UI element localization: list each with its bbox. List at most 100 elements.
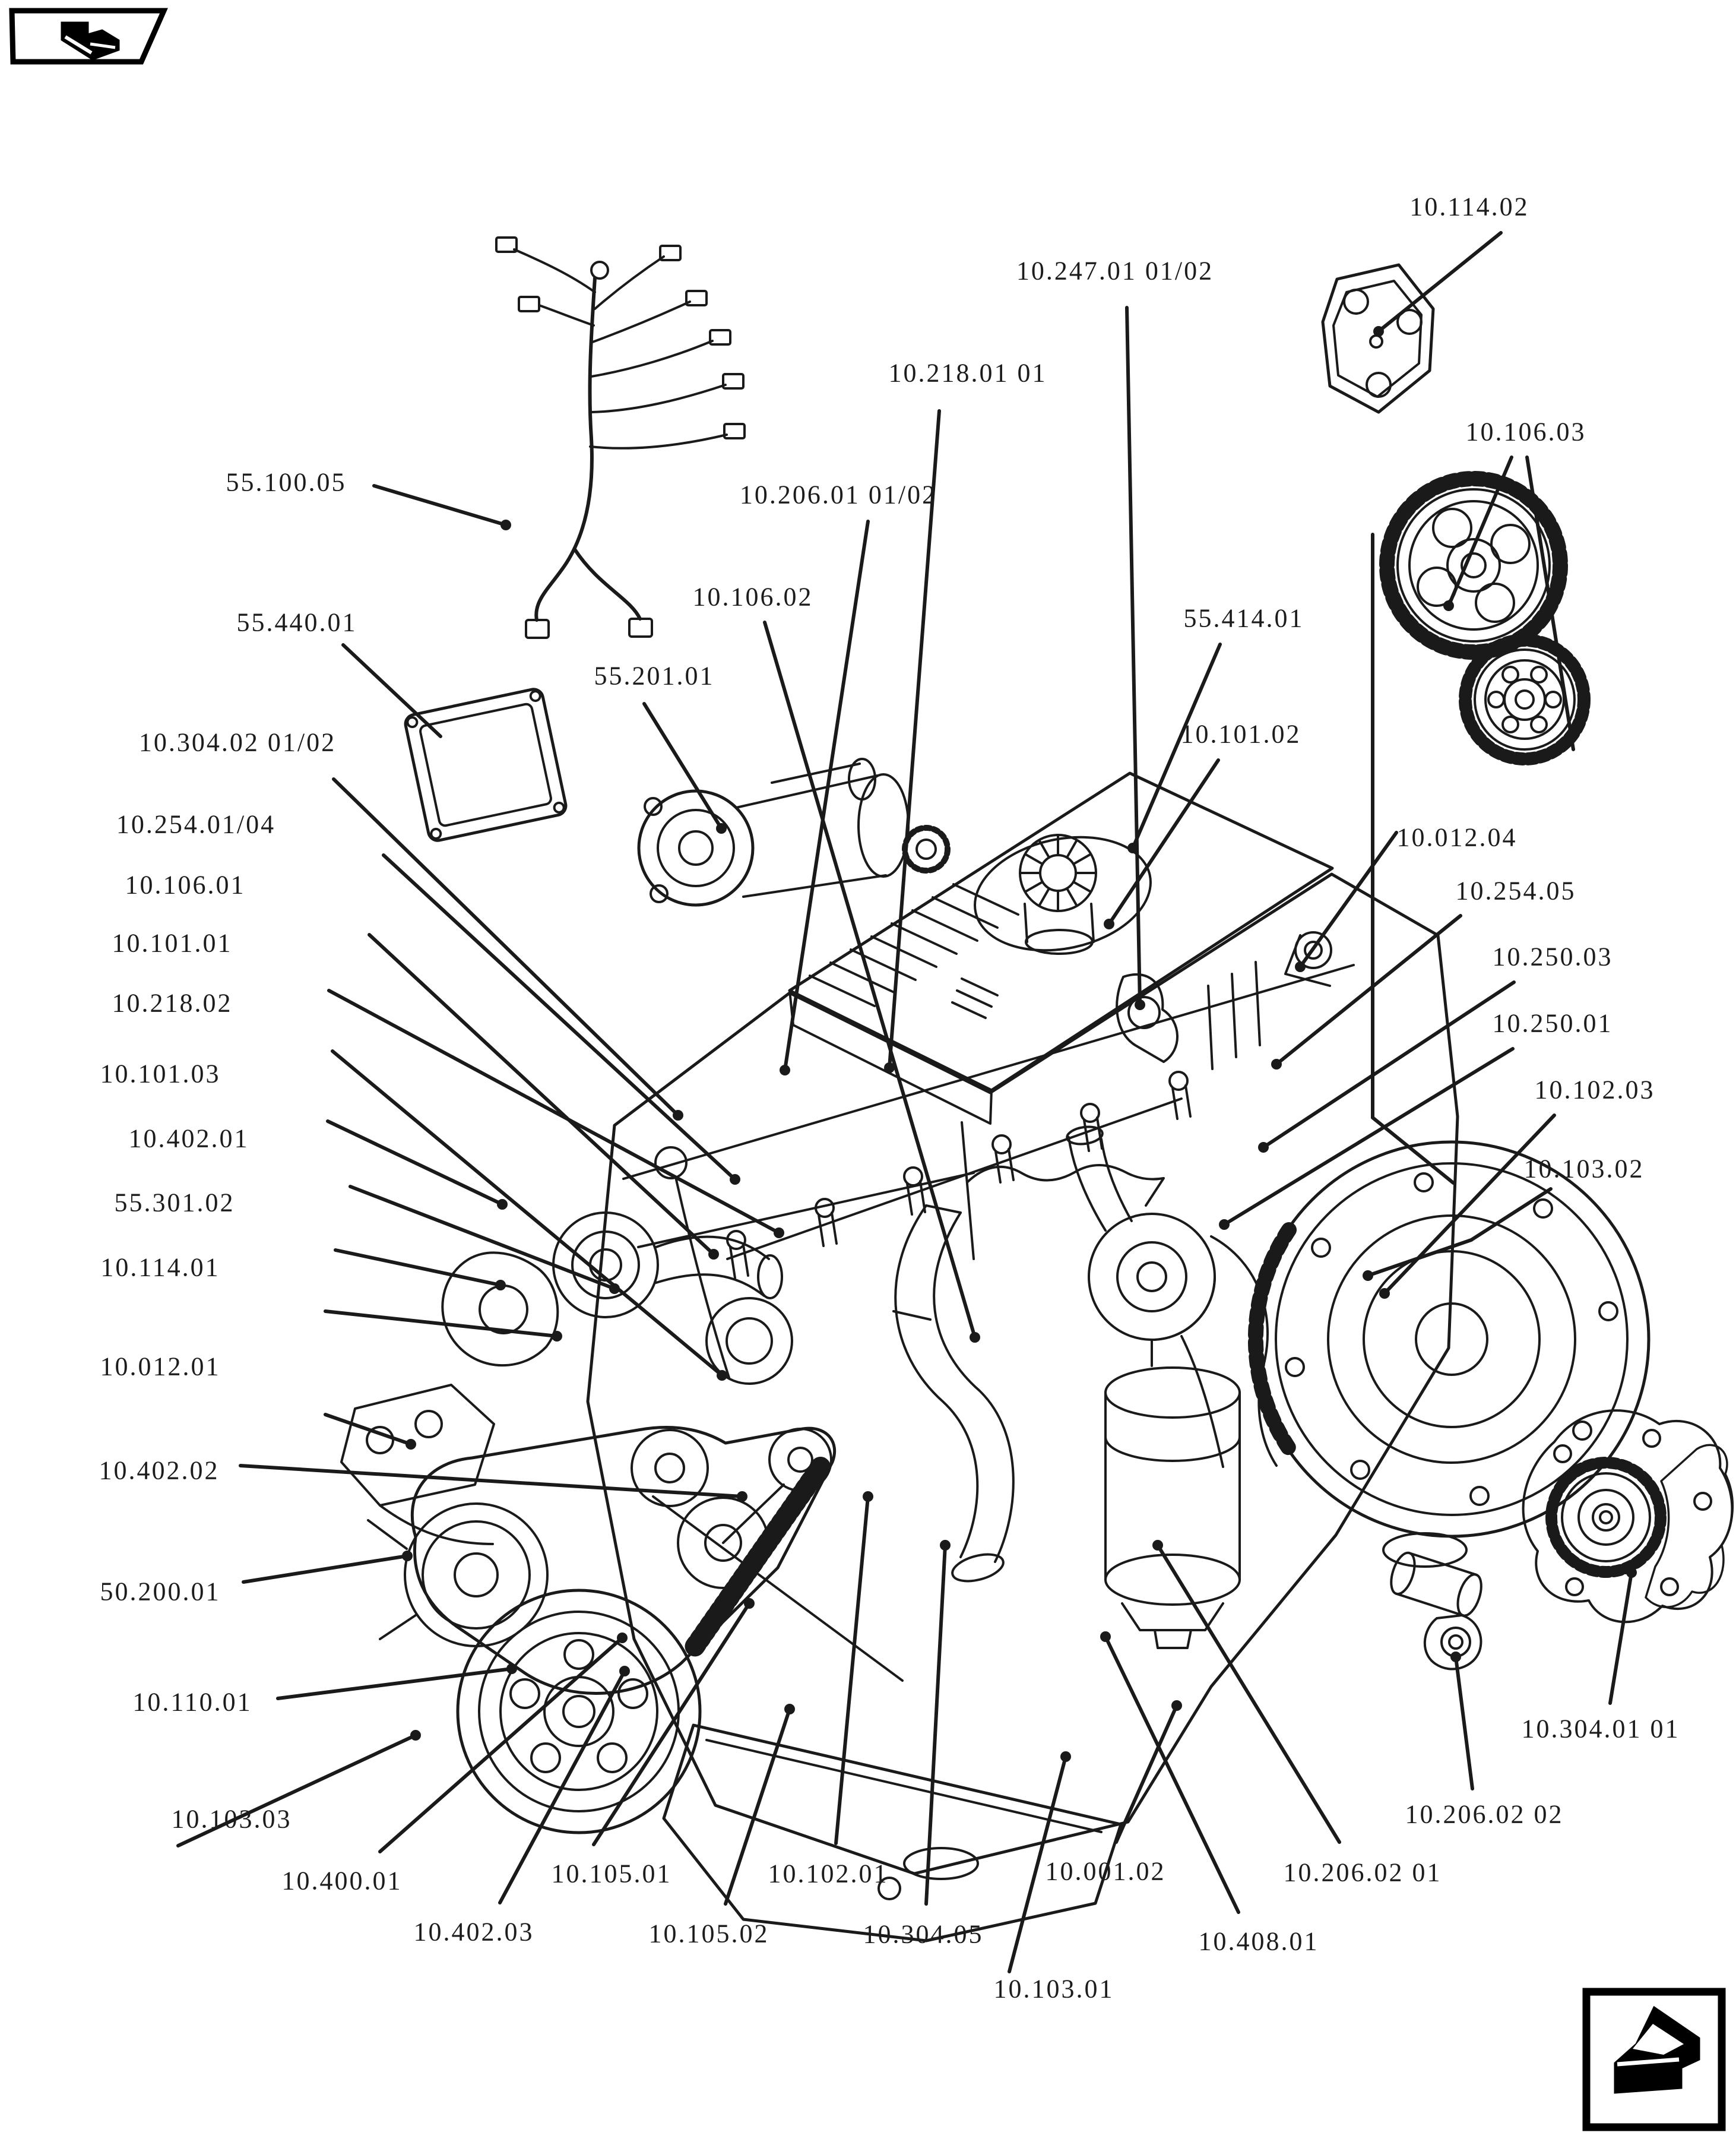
part-number-label[interactable]: 10.402.03: [413, 1917, 534, 1947]
part-number-label[interactable]: 55.100.05: [226, 467, 347, 497]
leader-endpoint-dot: [780, 1065, 790, 1075]
part-number-label[interactable]: 10.106.01: [125, 870, 246, 900]
part-number-label[interactable]: 10.402.02: [99, 1456, 220, 1485]
part-number-label[interactable]: 10.206.01 01/02: [739, 480, 937, 510]
leader-endpoint-dot: [940, 1540, 951, 1551]
leader-line: [888, 409, 941, 1070]
part-number-label[interactable]: 10.250.03: [1492, 942, 1613, 972]
part-number-label[interactable]: 10.254.01/04: [116, 809, 276, 839]
lifting-eye-rear: [1284, 931, 1332, 987]
part-number-label[interactable]: 10.110.01: [132, 1687, 252, 1717]
part-number-label[interactable]: 10.106.02: [692, 582, 813, 612]
part-number-label[interactable]: 10.001.02: [1045, 1856, 1166, 1886]
part-number-label[interactable]: 10.114.01: [100, 1252, 220, 1282]
exhaust-manifold: [967, 1164, 1165, 1207]
fitting-stub: [1390, 1551, 1482, 1671]
part-number-label[interactable]: 10.218.02: [112, 988, 233, 1018]
leader-endpoint-dot: [744, 1598, 755, 1609]
leader-line: [1262, 980, 1516, 1149]
leader-line: [763, 621, 977, 1339]
part-number-label[interactable]: 10.105.01: [551, 1859, 672, 1888]
valve-cover: [788, 771, 1334, 1092]
turbocharger: [1066, 1125, 1278, 1468]
part-number-label[interactable]: 10.304.01 01: [1521, 1714, 1680, 1744]
leader-endpoint-dot: [1271, 1059, 1282, 1070]
part-number-label[interactable]: 10.101.02: [1180, 719, 1301, 749]
part-number-label[interactable]: 10.103.02: [1523, 1154, 1645, 1184]
leader-endpoint-dot: [1060, 1751, 1071, 1762]
rear-cover-plate: [1321, 263, 1435, 414]
part-number-label[interactable]: 10.250.01: [1492, 1008, 1613, 1038]
part-number-label[interactable]: 55.414.01: [1183, 603, 1304, 633]
part-number-label[interactable]: 10.247.01 01/02: [1016, 256, 1214, 286]
part-number-label[interactable]: 10.218.01 01: [888, 358, 1047, 388]
next-page-button[interactable]: [1582, 1987, 1727, 2135]
part-number-label[interactable]: 10.408.01: [1198, 1926, 1319, 1956]
leader-line: [1298, 831, 1398, 969]
part-number-label[interactable]: 55.440.01: [236, 608, 357, 637]
leader-endpoint-dot: [1104, 919, 1114, 929]
leader-line: [1222, 1047, 1515, 1226]
injector-row: [726, 1071, 1192, 1279]
part-number-label[interactable]: 10.103.01: [993, 1974, 1114, 2004]
part-number-label[interactable]: 10.012.04: [1396, 822, 1518, 852]
part-number-label[interactable]: 10.102.01: [768, 1859, 889, 1888]
leader-endpoint-dot: [619, 1666, 630, 1676]
leader-line: [382, 853, 737, 1181]
leader-line: [1131, 643, 1222, 850]
leader-endpoint-dot: [1626, 1567, 1637, 1578]
leader-line: [349, 1185, 616, 1290]
part-number-label[interactable]: 10.400.01: [281, 1866, 403, 1896]
leader-line: [176, 1733, 417, 1847]
leader-line: [1275, 914, 1462, 1066]
leader-endpoint-dot: [784, 1704, 795, 1714]
ac-compressor: [367, 1502, 549, 1647]
prev-page-button[interactable]: [8, 6, 169, 68]
leader-line: [242, 1554, 409, 1584]
leader-line: [378, 1636, 624, 1853]
leader-line: [1008, 1755, 1067, 1973]
leader-endpoint-dot: [1100, 1631, 1111, 1642]
part-number-label[interactable]: 10.402.01: [128, 1124, 249, 1153]
part-number-label[interactable]: 10.101.01: [112, 928, 233, 958]
part-number-label[interactable]: 10.206.02 01: [1283, 1858, 1442, 1887]
part-number-label[interactable]: 55.201.01: [594, 661, 715, 691]
part-number-label[interactable]: 10.254.05: [1455, 876, 1576, 906]
leader-line: [368, 933, 715, 1256]
oil-pan: [662, 1723, 1123, 1942]
leader-endpoint-dot: [863, 1491, 873, 1502]
leader-endpoint-dot: [737, 1491, 747, 1502]
part-number-label[interactable]: 10.101.03: [100, 1059, 221, 1089]
engine-line-art: [340, 236, 1734, 1942]
leader-endpoint-dot: [406, 1439, 416, 1450]
leader-endpoint-dot: [1127, 843, 1138, 853]
timing-gear-small: [1459, 634, 1591, 765]
part-number-label[interactable]: 50.200.01: [100, 1577, 221, 1606]
part-number-label[interactable]: 10.304.05: [863, 1919, 984, 1949]
ecu-module: [404, 688, 568, 842]
leader-line: [1107, 758, 1220, 926]
leader-endpoint-dot: [673, 1110, 683, 1121]
part-number-label[interactable]: 10.106.03: [1465, 417, 1586, 447]
leader-line: [498, 1669, 626, 1904]
engine-block-outline: [586, 872, 1459, 1875]
leader-endpoint-dot: [506, 1663, 517, 1674]
part-number-label[interactable]: 10.102.03: [1534, 1075, 1655, 1105]
part-number-label[interactable]: 10.304.02 01/02: [138, 727, 337, 757]
leader-endpoint-dot: [1443, 600, 1454, 611]
leader-endpoint-dot: [1152, 1540, 1163, 1551]
leader-line: [1377, 231, 1503, 333]
valve-cover-logo: [951, 977, 999, 1019]
part-number-label[interactable]: 10.206.02 02: [1405, 1799, 1564, 1829]
leader-endpoint-dot: [1171, 1700, 1182, 1711]
part-number-label[interactable]: 10.012.01: [100, 1352, 221, 1381]
part-number-label[interactable]: 10.114.02: [1409, 192, 1529, 222]
part-number-label[interactable]: 10.105.02: [648, 1919, 769, 1948]
leader-endpoint-dot: [970, 1332, 980, 1343]
leader-line: [642, 702, 723, 830]
part-number-label[interactable]: 10.103.03: [171, 1804, 292, 1834]
part-number-label[interactable]: 55.301.02: [114, 1188, 235, 1217]
leader-line: [924, 1543, 947, 1906]
leader-line: [1454, 1655, 1474, 1790]
